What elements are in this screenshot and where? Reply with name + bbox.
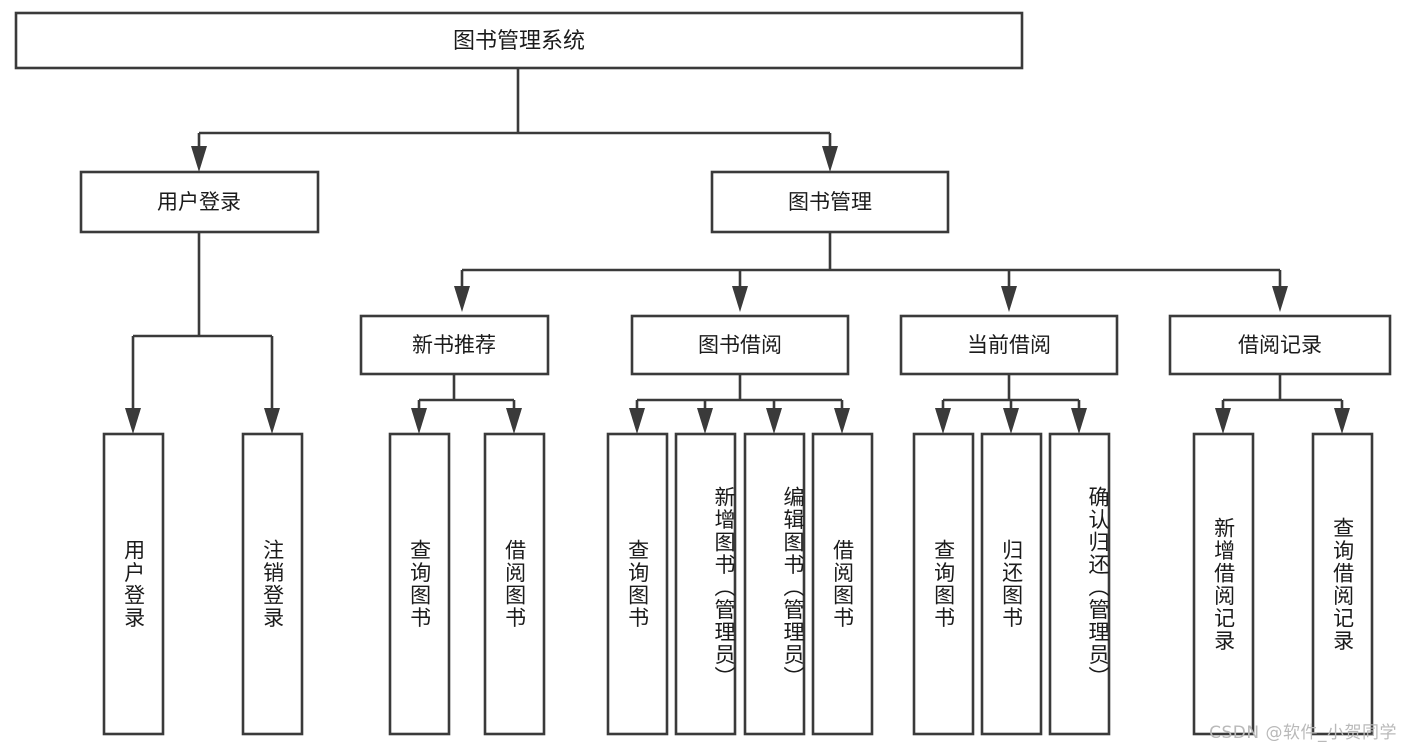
- leaf-box-user-login-0[interactable]: [102, 432, 165, 736]
- leaf-box-book-borrow-2[interactable]: [743, 432, 806, 736]
- leaf-box-current-borrow-1[interactable]: [980, 432, 1043, 736]
- connector-new-book-to-leaves: [411, 374, 522, 434]
- leaf-box-book-borrow-3[interactable]: [811, 432, 874, 736]
- watermark-text: CSDN @软件_小贺同学: [1209, 723, 1397, 743]
- node-current-borrow-label: 当前借阅: [967, 333, 1051, 357]
- node-new-book-recommend-label: 新书推荐: [412, 333, 496, 357]
- node-borrow-record[interactable]: [1168, 314, 1392, 376]
- leaf-box-new-book-1[interactable]: [483, 432, 546, 736]
- leaf-box-borrow-record-1[interactable]: [1311, 432, 1374, 736]
- node-root[interactable]: [14, 11, 1024, 70]
- connector-book-borrow-to-leaves: [629, 374, 850, 434]
- connector-borrow-record-to-leaves: [1215, 374, 1350, 434]
- node-book-borrow-label: 图书借阅: [698, 333, 782, 357]
- leaf-box-user-login-1[interactable]: [241, 432, 304, 736]
- leaf-box-current-borrow-0[interactable]: [912, 432, 975, 736]
- node-borrow-record-label: 借阅记录: [1238, 333, 1322, 357]
- node-book-manage-label: 图书管理: [788, 190, 872, 214]
- node-book-manage[interactable]: [710, 170, 950, 234]
- node-current-borrow[interactable]: [899, 314, 1119, 376]
- connector-user-login-to-leaves: [125, 232, 280, 434]
- node-new-book-recommend[interactable]: [359, 314, 550, 376]
- node-book-borrow[interactable]: [630, 314, 850, 376]
- node-user-login-label: 用户登录: [157, 190, 241, 214]
- connector-current-borrow-to-leaves: [935, 374, 1087, 434]
- leaf-box-current-borrow-2[interactable]: [1048, 432, 1111, 736]
- node-root-label: 图书管理系统: [453, 29, 585, 54]
- leaf-box-book-borrow-1[interactable]: [674, 432, 737, 736]
- leaf-box-book-borrow-0[interactable]: [606, 432, 669, 736]
- connector-root-to-children: [191, 68, 838, 172]
- node-user-login[interactable]: [79, 170, 320, 234]
- connector-book-manage-to-modules: [454, 232, 1288, 312]
- leaf-box-borrow-record-0[interactable]: [1192, 432, 1255, 736]
- leaf-box-new-book-0[interactable]: [388, 432, 451, 736]
